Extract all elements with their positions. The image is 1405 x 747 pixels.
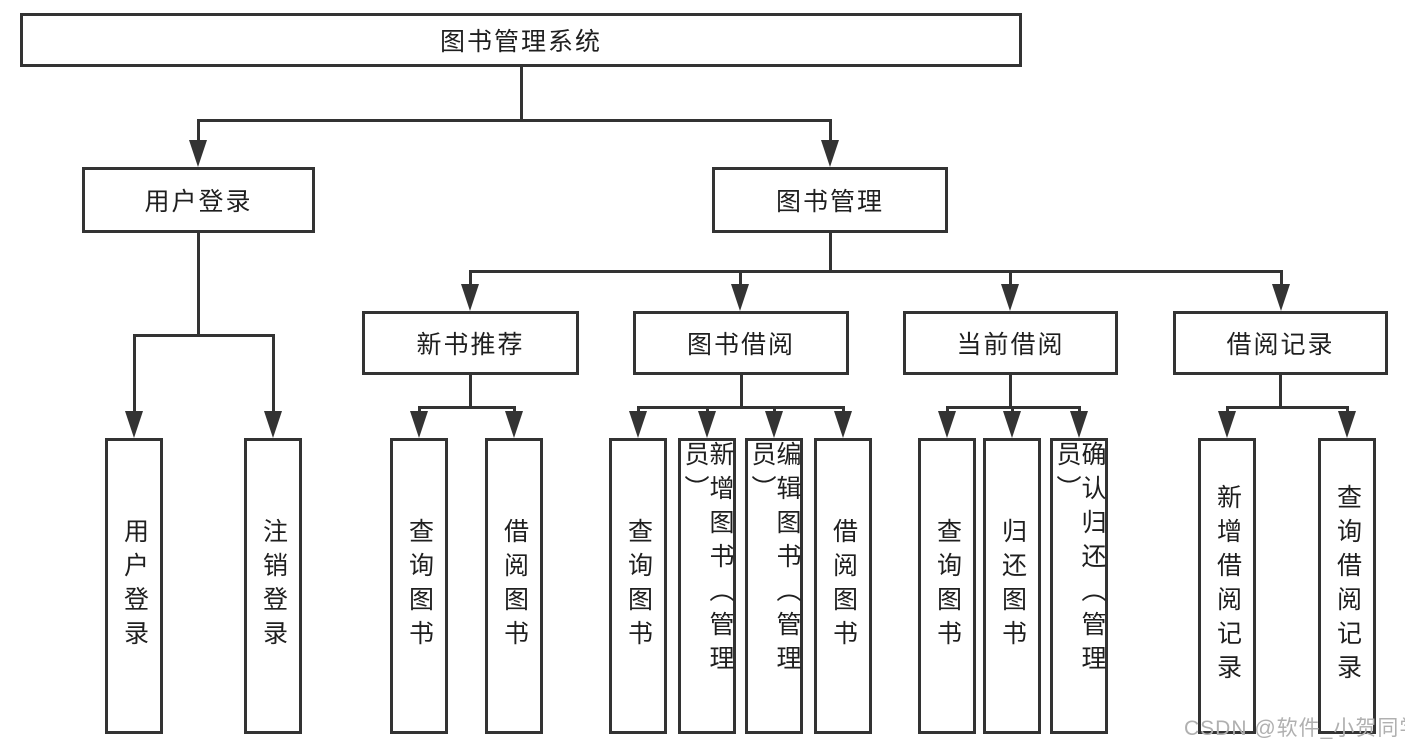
connector-stub-leaf (271, 334, 275, 414)
connector-book-management-crossbar (468, 270, 1283, 273)
connector-stub-leaf (705, 406, 709, 414)
connector-stub-leaf (1225, 406, 1229, 414)
arrowhead-down-icon (731, 284, 749, 311)
connector-new-book-crossbar (417, 406, 516, 409)
leaf-label: 编辑图书（管理员） (748, 441, 801, 679)
arrowhead-down-icon (1003, 411, 1021, 438)
connector-current-borrowing-stem (1008, 373, 1012, 408)
node-label: 当前借阅 (956, 331, 1065, 359)
leaf-query-borrow-record: 查询借阅记录 (1318, 438, 1376, 734)
connector-root-crossbar (196, 119, 832, 122)
connector-stub-leaf (1077, 406, 1081, 414)
arrowhead-down-icon (1272, 284, 1290, 311)
leaf-query-books-recommend: 查询图书 (390, 438, 448, 734)
connector-book-management-stem (828, 231, 832, 272)
arrowhead-down-icon (410, 411, 428, 438)
arrowhead-down-icon (461, 284, 479, 311)
connector-book-borrowing-crossbar (636, 406, 845, 409)
connector-stub-user-login (196, 119, 200, 144)
node-label: 图书管理系统 (439, 28, 602, 56)
node-library-management-system: 图书管理系统 (20, 13, 1022, 67)
node-user-login: 用户登录 (82, 167, 315, 233)
connector-borrowing-records-crossbar (1225, 406, 1349, 409)
arrowhead-down-icon (125, 411, 143, 438)
connector-stub-leaf (417, 406, 421, 414)
connector-stub-leaf (636, 406, 640, 414)
leaf-add-book-admin: 新增图书（管理员） (678, 438, 736, 734)
node-label: 图书借阅 (686, 331, 795, 359)
leaf-label: 借阅图书 (500, 518, 529, 654)
leaf-borrow-books-borrowing: 借阅图书 (814, 438, 872, 734)
leaf-label: 用户登录 (120, 518, 149, 654)
leaf-label: 借阅图书 (829, 518, 858, 654)
connector-user-login-crossbar (132, 334, 275, 337)
leaf-label: 查询图书 (405, 518, 434, 654)
arrowhead-down-icon (629, 411, 647, 438)
connector-stub-leaf (512, 406, 516, 414)
connector-stub-book-management (828, 119, 832, 144)
connector-root-stem (519, 66, 523, 120)
connector-stub-book-borrowing (738, 270, 742, 287)
connector-stub-new-book (468, 270, 472, 287)
connector-stub-leaf (945, 406, 949, 414)
leaf-query-books-borrowing: 查询图书 (609, 438, 667, 734)
node-new-book-recommendation: 新书推荐 (362, 311, 579, 375)
leaf-label: 归还图书 (998, 518, 1027, 654)
arrowhead-down-icon (505, 411, 523, 438)
leaf-borrow-books-recommend: 借阅图书 (485, 438, 543, 734)
leaf-label: 查询图书 (933, 518, 962, 654)
connector-user-login-stem (196, 231, 200, 336)
arrowhead-down-icon (1218, 411, 1236, 438)
leaf-logout: 注销登录 (244, 438, 302, 734)
arrowhead-down-icon (264, 411, 282, 438)
leaf-return-book: 归还图书 (983, 438, 1041, 734)
arrowhead-down-icon (938, 411, 956, 438)
node-label: 借阅记录 (1226, 331, 1335, 359)
connector-borrowing-records-stem (1278, 373, 1282, 408)
leaf-add-borrow-record: 新增借阅记录 (1198, 438, 1256, 734)
leaf-label: 确认归还（管理员） (1053, 441, 1106, 679)
leaf-query-books-current: 查询图书 (918, 438, 976, 734)
arrowhead-down-icon (189, 140, 207, 167)
connector-stub-leaf (1345, 406, 1349, 414)
arrowhead-down-icon (765, 411, 783, 438)
arrowhead-down-icon (1338, 411, 1356, 438)
arrowhead-down-icon (1070, 411, 1088, 438)
node-book-borrowing: 图书借阅 (633, 311, 849, 375)
leaf-edit-book-admin: 编辑图书（管理员） (745, 438, 803, 734)
leaf-label: 注销登录 (259, 518, 288, 654)
arrowhead-down-icon (821, 140, 839, 167)
leaf-user-login: 用户登录 (105, 438, 163, 734)
leaf-label: 查询图书 (624, 518, 653, 654)
leaf-label: 查询借阅记录 (1333, 484, 1362, 688)
arrowhead-down-icon (1001, 284, 1019, 311)
leaf-label: 新增图书（管理员） (681, 441, 734, 679)
node-label: 用户登录 (144, 188, 253, 216)
arrowhead-down-icon (698, 411, 716, 438)
arrowhead-down-icon (834, 411, 852, 438)
connector-stub-borrowing-records (1279, 270, 1283, 287)
node-label: 新书推荐 (416, 331, 525, 359)
node-borrowing-records: 借阅记录 (1173, 311, 1388, 375)
node-book-management: 图书管理 (712, 167, 948, 233)
leaf-label: 新增借阅记录 (1213, 484, 1242, 688)
leaf-confirm-return-admin: 确认归还（管理员） (1050, 438, 1108, 734)
connector-book-borrowing-stem (739, 373, 743, 408)
connector-stub-leaf (772, 406, 776, 414)
connector-stub-current-borrowing (1008, 270, 1012, 287)
watermark: CSDN @软件_小贺同学 (1184, 717, 1405, 740)
connector-stub-leaf (841, 406, 845, 414)
connector-new-book-stem (468, 373, 472, 408)
connector-stub-leaf (132, 334, 136, 414)
connector-stub-leaf (1010, 406, 1014, 414)
node-current-borrowing: 当前借阅 (903, 311, 1118, 375)
node-label: 图书管理 (775, 188, 884, 216)
